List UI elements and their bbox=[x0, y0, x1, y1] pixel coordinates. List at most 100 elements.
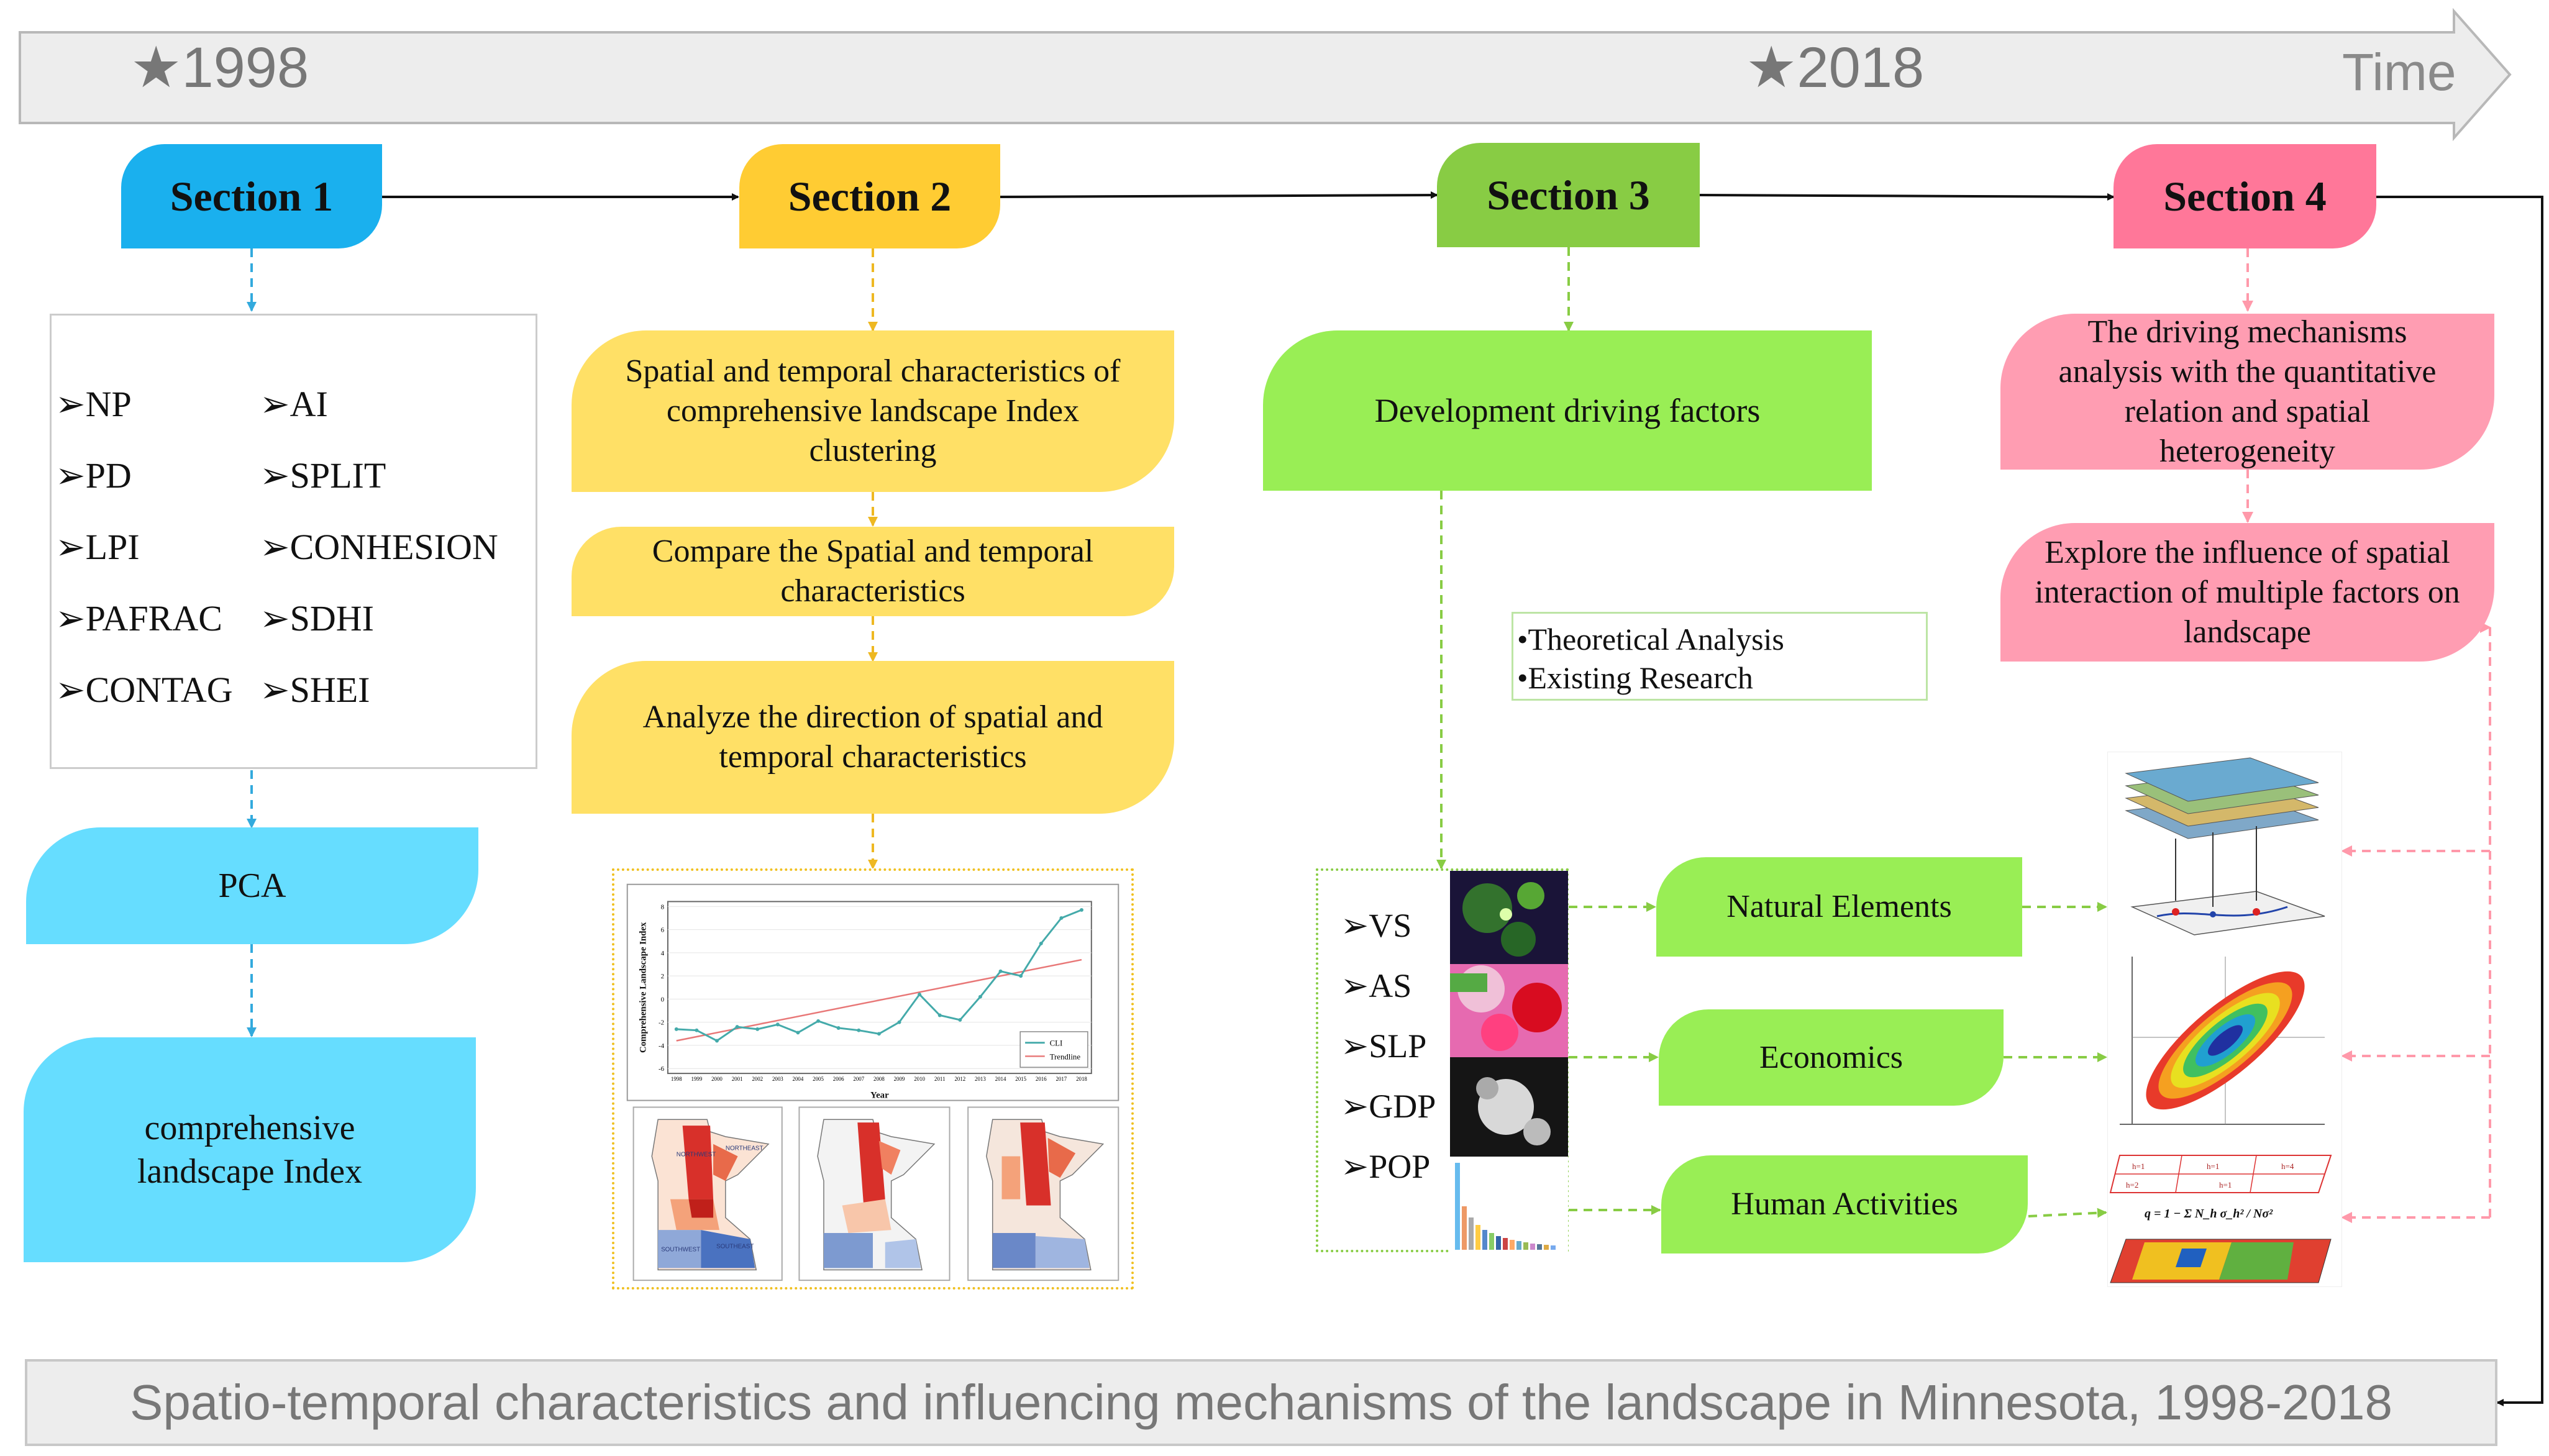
pop-bar bbox=[1455, 1163, 1460, 1250]
map-region-label: NORTHWEST bbox=[677, 1152, 716, 1158]
x-tick-label: 2014 bbox=[995, 1076, 1006, 1082]
interaction-ellipse-icon bbox=[2120, 957, 2325, 1125]
x-tick-label: 2006 bbox=[833, 1076, 844, 1082]
pop-bar bbox=[1523, 1242, 1528, 1250]
pop-bar bbox=[1530, 1244, 1535, 1250]
legend-trend-label: Trendline bbox=[1050, 1052, 1081, 1061]
cli-data-point bbox=[816, 1019, 821, 1023]
x-tick-label: 2010 bbox=[914, 1076, 925, 1082]
s4-to-footer-arrow bbox=[2376, 196, 2543, 1406]
natural-elements-text: Natural Elements bbox=[1726, 889, 1952, 924]
geodetector-formula-icon: h=1 h=1 h=4 h=2 h=1 q = 1 − Σ N_h σ_h² /… bbox=[2109, 1155, 2332, 1221]
pop-bar bbox=[1482, 1230, 1487, 1250]
cli-data-point bbox=[1059, 916, 1064, 920]
pop-thumbnail bbox=[1450, 1157, 1568, 1252]
section-3-tab: Section 3 bbox=[1437, 143, 1700, 247]
pop-bar bbox=[1462, 1206, 1467, 1250]
x-tick-label: 1999 bbox=[691, 1076, 703, 1082]
pop-bar bbox=[1496, 1236, 1501, 1250]
economics-text: Economics bbox=[1759, 1039, 1904, 1075]
x-tick-label: 2011 bbox=[934, 1076, 945, 1082]
timeline-time-label: Time bbox=[2342, 43, 2456, 101]
index-line-1: comprehensive bbox=[144, 1109, 355, 1147]
s3-analysis-note: •Theoretical Analysis •Existing Research bbox=[1512, 612, 1928, 701]
section-4-tab: Section 4 bbox=[2114, 144, 2376, 248]
stratum-label: h=1 bbox=[2207, 1162, 2219, 1171]
section-2-label: Section 2 bbox=[788, 172, 952, 220]
section-1-label: Section 1 bbox=[170, 172, 334, 220]
s4-method-illustrations: h=1 h=1 h=4 h=2 h=1 q = 1 − Σ N_h σ_h² /… bbox=[2107, 752, 2342, 1287]
section-2-tab: Section 2 bbox=[739, 144, 1000, 248]
y-tick-label: -2 bbox=[659, 1019, 664, 1027]
cli-data-point bbox=[918, 992, 922, 996]
metrics-right-column: ➢AI ➢SPLIT ➢CONHESION ➢SDHI ➢SHEI bbox=[260, 368, 498, 726]
landscape-metrics-box: ➢NP ➢PD ➢LPI ➢PAFRAC ➢CONTAG ➢AI ➢SPLIT … bbox=[50, 314, 537, 769]
x-tick-label: 2004 bbox=[793, 1076, 804, 1082]
x-tick-label: 2015 bbox=[1015, 1076, 1026, 1082]
metric-item: ➢SDHI bbox=[260, 598, 374, 639]
x-tick-label: 2000 bbox=[711, 1076, 723, 1082]
cluster-map-2 bbox=[798, 1106, 951, 1281]
cli-data-point bbox=[836, 1026, 841, 1030]
factor-item: ➢GDP bbox=[1341, 1088, 1436, 1125]
s4-mechanism-text: The driving mechanisms analysis with the… bbox=[2058, 314, 2437, 469]
x-tick-label: 2013 bbox=[975, 1076, 986, 1082]
factor-thumbnails bbox=[1450, 871, 1568, 1252]
chart-legend bbox=[1019, 1031, 1088, 1068]
metric-item: ➢LPI bbox=[55, 527, 140, 567]
map-region-label: NORTHEAST bbox=[726, 1145, 764, 1152]
metric-item: ➢CONTAG bbox=[55, 670, 233, 710]
s3-driving-factors-text: Development driving factors bbox=[1374, 392, 1761, 429]
y-tick-label: 0 bbox=[661, 996, 665, 1003]
factor-item: ➢VS bbox=[1341, 907, 1412, 944]
factor-item: ➢AS bbox=[1341, 967, 1412, 1004]
cli-data-point bbox=[857, 1028, 861, 1032]
s2-to-s3-arrow bbox=[1000, 191, 1438, 199]
metrics-left-column: ➢NP ➢PD ➢LPI ➢PAFRAC ➢CONTAG bbox=[55, 368, 233, 726]
pop-bar bbox=[1489, 1233, 1494, 1250]
stratum-label: h=2 bbox=[2126, 1180, 2138, 1190]
economics-box: Economics bbox=[1659, 1009, 2004, 1106]
pop-bar-chart bbox=[1455, 1163, 1556, 1250]
s2-clustering-text: Spatial and temporal characteristics of … bbox=[625, 353, 1121, 468]
pop-bar bbox=[1510, 1240, 1515, 1250]
cli-data-point bbox=[674, 1027, 678, 1031]
x-tick-label: 2017 bbox=[1056, 1076, 1067, 1082]
cli-data-point bbox=[715, 1039, 719, 1043]
y-tick-label: -4 bbox=[659, 1042, 665, 1050]
y-tick-label: 2 bbox=[661, 973, 664, 980]
comprehensive-index-box: comprehensive landscape Index bbox=[24, 1037, 476, 1262]
s4-interaction-text: Explore the influence of spatial interac… bbox=[2035, 534, 2460, 650]
pop-bar bbox=[1503, 1238, 1508, 1250]
cli-data-point bbox=[1019, 974, 1023, 978]
metric-item: ➢PAFRAC bbox=[55, 598, 222, 639]
x-tick-label: 2007 bbox=[853, 1076, 864, 1082]
metric-item: ➢CONHESION bbox=[260, 527, 498, 567]
cli-data-point bbox=[735, 1025, 739, 1029]
human-activities-text: Human Activities bbox=[1731, 1186, 1958, 1222]
cli-data-point bbox=[877, 1032, 881, 1036]
q-formula: q = 1 − Σ N_h σ_h² / Nσ² bbox=[2145, 1207, 2273, 1221]
timeline-arrow bbox=[19, 7, 2512, 142]
metric-item: ➢PD bbox=[55, 455, 132, 496]
timeline-end-label: ★2018 bbox=[1746, 36, 1925, 99]
section-3-label: Section 3 bbox=[1487, 171, 1650, 219]
x-tick-label: 2008 bbox=[873, 1076, 885, 1082]
cli-data-point bbox=[695, 1028, 699, 1032]
s4-mechanism-box: The driving mechanisms analysis with the… bbox=[2000, 314, 2494, 470]
y-tick-label: 8 bbox=[661, 903, 665, 911]
stratum-label: h=4 bbox=[2281, 1162, 2294, 1171]
cli-data-point bbox=[755, 1027, 760, 1031]
timeline-start-label: ★1998 bbox=[130, 36, 309, 99]
pop-bar bbox=[1551, 1245, 1556, 1250]
cluster-map-1: NORTHWEST NORTHEAST SOUTHWEST SOUTHEAST bbox=[632, 1106, 783, 1281]
pop-bar bbox=[1537, 1244, 1542, 1250]
map-region-label: SOUTHEAST bbox=[716, 1244, 754, 1250]
s2-direction-box: Analyze the direction of spatial and tem… bbox=[572, 661, 1174, 814]
s2-compare-box: Compare the Spatial and temporal charact… bbox=[572, 527, 1174, 616]
map-region-label: SOUTHWEST bbox=[661, 1247, 700, 1254]
metric-item: ➢SHEI bbox=[260, 670, 370, 710]
x-tick-label: 2001 bbox=[732, 1076, 743, 1082]
pop-bar bbox=[1469, 1217, 1474, 1250]
